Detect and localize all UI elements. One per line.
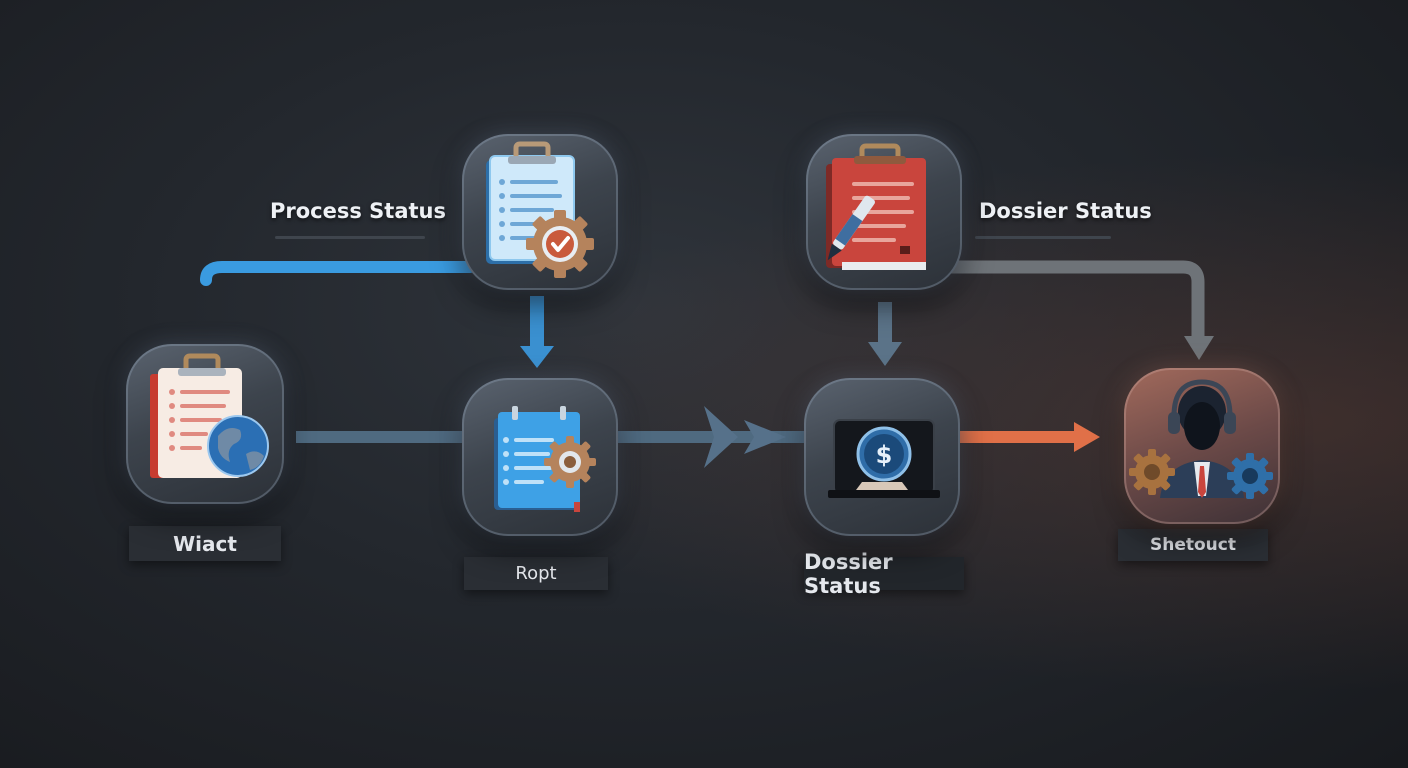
wiact-label: Wiact <box>173 531 237 556</box>
arrowhead-chevron-1 <box>704 406 738 468</box>
shetouct-node[interactable] <box>1124 368 1280 524</box>
agent-headset-gears-icon <box>1129 379 1273 499</box>
clipboard-checklist-gear-check-icon <box>486 141 594 278</box>
dossier-status-underline <box>975 236 1111 239</box>
wiact-node[interactable] <box>126 344 284 504</box>
process-status-label: Process Status <box>270 199 446 223</box>
wiact-tag: Wiact <box>129 526 281 561</box>
dossier-status-bottom-tag: Dossier Status <box>804 550 964 598</box>
dossier-bottom-node[interactable]: $ <box>804 378 960 536</box>
shetouct-label: Shetouct <box>1150 535 1236 555</box>
ropt-node[interactable] <box>462 378 618 536</box>
arrowhead-shetouct <box>1184 336 1214 360</box>
notebook-gear-icon <box>494 406 596 512</box>
arrowhead-dossier-down <box>868 342 902 366</box>
arrowhead-process-ropt <box>520 346 554 368</box>
dollar-coin-terminal-icon: $ <box>828 419 940 498</box>
dossier-node[interactable] <box>806 134 962 290</box>
connector-dossier-shetouct-orange <box>960 431 1078 443</box>
process-node[interactable] <box>462 134 618 290</box>
dossier-status-bottom-label: Dossier Status <box>804 549 893 598</box>
red-folder-pen-icon <box>826 143 926 270</box>
connector-wiact-ropt <box>296 431 464 443</box>
connector-dossier-shetouct <box>950 260 1205 336</box>
ropt-label: Ropt <box>515 563 557 584</box>
connector-dossier-down <box>878 302 892 344</box>
ropt-tag: Ropt <box>464 557 608 590</box>
connector-process-ropt <box>530 296 544 348</box>
svg-text:$: $ <box>876 441 893 469</box>
process-status-underline <box>275 236 425 239</box>
dossier-status-top-label: Dossier Status <box>979 199 1152 223</box>
arrowhead-chevron-2 <box>744 420 786 454</box>
arrowhead-orange <box>1074 422 1100 452</box>
shetouct-tag: Shetouct <box>1118 529 1268 561</box>
clipboard-globe-icon <box>150 353 269 478</box>
connector-process-left <box>200 261 476 286</box>
